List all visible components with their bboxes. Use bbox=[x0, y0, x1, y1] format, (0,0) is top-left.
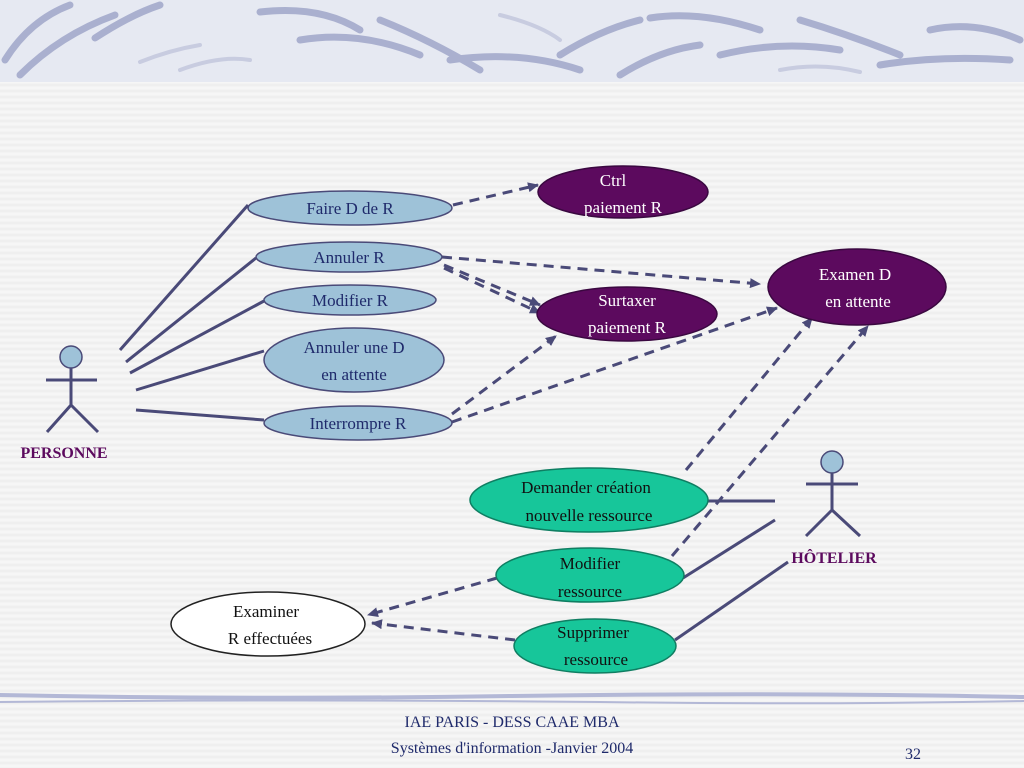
use-case-annuler-r: Annuler R bbox=[255, 241, 443, 273]
assoc-personne-interrompre-r bbox=[135, 408, 265, 422]
svg-text:ressource: ressource bbox=[558, 582, 622, 601]
assoc-personne-annuler-r bbox=[125, 256, 257, 364]
use-case-interrompre-r: Interrompre R bbox=[263, 405, 453, 441]
footer-decoration bbox=[0, 692, 1024, 705]
use-case-surtaxer-paiement: Surtaxer paiement R bbox=[536, 286, 718, 342]
svg-text:Surtaxer: Surtaxer bbox=[598, 291, 656, 310]
assoc-hotelier-supprimer-ressource bbox=[674, 560, 789, 642]
assoc-personne-modifier-r bbox=[129, 299, 265, 375]
slide-footer: IAE PARIS - DESS CAAE MBA Systèmes d'inf… bbox=[0, 708, 1024, 768]
assoc-personne-faire-d bbox=[118, 204, 250, 351]
svg-text:Demander création: Demander création bbox=[521, 478, 651, 497]
footer-course: Systèmes d'information -Janvier 2004 bbox=[390, 740, 634, 757]
use-case-annuler-une-d: Annuler une D en attente bbox=[263, 327, 445, 393]
svg-text:paiement R: paiement R bbox=[588, 318, 667, 337]
svg-text:en attente: en attente bbox=[321, 365, 387, 384]
use-case-demander-creation: Demander création nouvelle ressource bbox=[469, 467, 709, 533]
dep-annuler-r-surtaxer-2 bbox=[443, 266, 541, 315]
svg-text:ressource: ressource bbox=[564, 650, 628, 669]
svg-text:Interrompre R: Interrompre R bbox=[310, 414, 407, 433]
header-decoration bbox=[0, 0, 1024, 82]
svg-text:Examen D: Examen D bbox=[819, 265, 891, 284]
use-case-supprimer-ressource: Supprimer ressource bbox=[513, 618, 677, 674]
use-case-examen-d: Examen D en attente bbox=[767, 248, 947, 326]
svg-text:nouvelle ressource: nouvelle ressource bbox=[526, 506, 653, 525]
use-case-ctrl-paiement: Ctrl paiement R bbox=[537, 165, 709, 219]
svg-text:Examiner: Examiner bbox=[233, 602, 299, 621]
svg-text:Faire D de R: Faire D de R bbox=[306, 199, 394, 218]
footer-institution: IAE PARIS - DESS CAAE MBA bbox=[404, 714, 620, 731]
actor-personne-label: PERSONNE bbox=[20, 445, 107, 462]
dep-interrompre-surtaxer bbox=[451, 334, 557, 416]
actor-hotelier: HÔTELIER bbox=[791, 450, 877, 567]
dep-faire-d-ctrl bbox=[452, 182, 539, 207]
svg-text:Annuler R: Annuler R bbox=[313, 248, 385, 267]
page-number: 32 bbox=[905, 746, 921, 763]
dep-annuler-r-surtaxer-1 bbox=[443, 263, 541, 307]
dep-modifier-examiner bbox=[367, 576, 498, 618]
svg-text:paiement R: paiement R bbox=[584, 198, 663, 217]
use-case-faire-d: Faire D de R bbox=[247, 190, 453, 226]
svg-text:en attente: en attente bbox=[825, 292, 891, 311]
use-case-modifier-r: Modifier R bbox=[263, 284, 437, 316]
actor-hotelier-label: HÔTELIER bbox=[791, 548, 877, 567]
use-case-examiner-r: Examiner R effectuées bbox=[170, 591, 366, 657]
dep-supprimer-examiner bbox=[371, 619, 516, 642]
assoc-personne-annuler-une-d bbox=[135, 349, 265, 392]
dep-interrompre-examen bbox=[451, 306, 778, 424]
assoc-hotelier-modifier-ressource bbox=[682, 518, 776, 580]
actor-personne: PERSONNE bbox=[20, 345, 108, 462]
svg-text:Modifier R: Modifier R bbox=[312, 291, 389, 310]
actor-head bbox=[820, 450, 844, 474]
svg-text:Annuler une D: Annuler une D bbox=[303, 338, 404, 357]
associations bbox=[118, 204, 789, 642]
svg-text:Ctrl: Ctrl bbox=[600, 171, 627, 190]
dependencies bbox=[367, 182, 870, 642]
use-case-modifier-ressource: Modifier ressource bbox=[495, 547, 685, 603]
svg-text:R effectuées: R effectuées bbox=[228, 629, 312, 648]
actor-head bbox=[59, 345, 83, 369]
svg-text:Modifier: Modifier bbox=[560, 554, 621, 573]
svg-text:Supprimer: Supprimer bbox=[557, 623, 629, 642]
dep-annuler-r-examen bbox=[441, 255, 761, 289]
